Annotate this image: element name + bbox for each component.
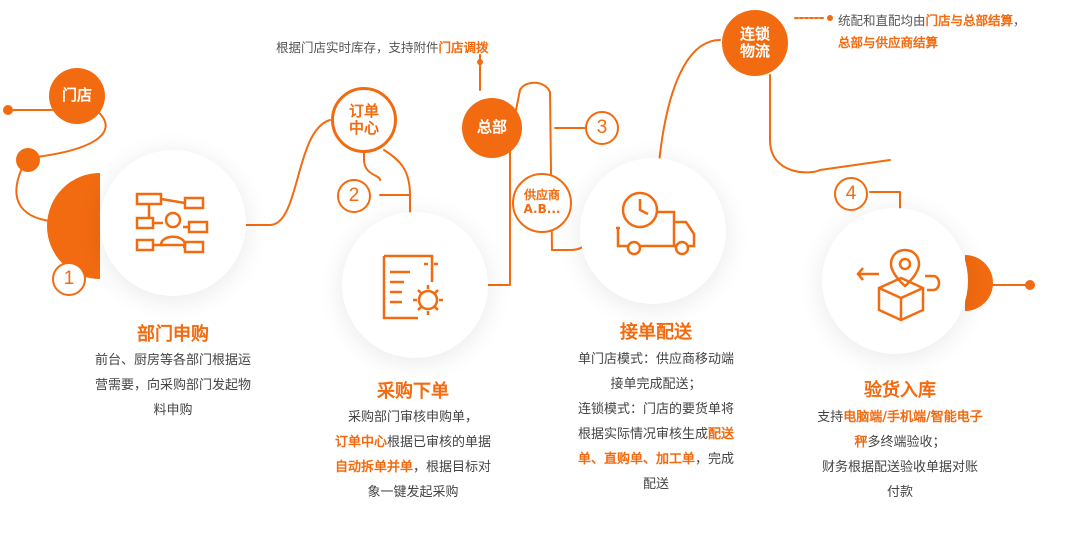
order-center-node: 订单 中心 (331, 87, 397, 153)
description-line: 财务根据配送验收单据对账 (790, 455, 1010, 480)
step3-disc (580, 158, 726, 304)
logistics-node-label-1: 连锁 (739, 24, 770, 43)
description-line-seg: 前台、厨房等各部门根据运 (94, 353, 251, 368)
step1-title: 部门申购 (137, 324, 209, 345)
description-line-seg: 采购部门审核申购单， (347, 410, 478, 425)
description-line-seg: 电脑端/手机端/智能电子 (843, 410, 983, 425)
step3-description: 单门店模式：供应商移动端接单完成配送；连锁模式：门店的要货单将根据实际情况审核生… (546, 347, 766, 497)
description-line: 象一键发起采购 (303, 480, 523, 505)
note-seg: ， (1013, 13, 1026, 28)
description-line-seg: 连锁模式：门店的要货单将 (577, 402, 734, 417)
step1-number: 1 (52, 262, 86, 296)
settlement-note-2: 总部与供应商结算 (838, 32, 938, 51)
description-line-seg: 根据实际情况审核生成 (577, 427, 708, 442)
description-line-seg: 支持 (817, 410, 844, 425)
description-line: 秤多终端验收； (790, 430, 1010, 455)
package-location-icon (856, 248, 941, 322)
logistics-node-label-2: 物流 (739, 42, 770, 60)
step2-number: 2 (337, 179, 371, 213)
logistics-node: 连锁 物流 (722, 10, 788, 76)
supplier-label-2: A.B... (523, 202, 561, 216)
description-line: 单门店模式：供应商移动端 (546, 347, 766, 372)
transfer-note: 根据门店实时库存，支持附件门店调拨 (276, 37, 489, 56)
order-center-label-2: 中心 (348, 119, 379, 137)
description-line: 自动拆单并单，根据目标对 (303, 455, 523, 480)
note-seg: 总部与供应商结算 (838, 35, 939, 50)
supplier-label-1: 供应商 (523, 188, 560, 203)
description-line: 连锁模式：门店的要货单将 (546, 397, 766, 422)
description-line-seg: 付款 (886, 485, 913, 500)
description-line: 配送 (546, 472, 766, 497)
note-seg: 门店调拨 (438, 40, 489, 55)
store-node-label: 门店 (61, 86, 92, 105)
step4-title: 验货入库 (864, 380, 936, 401)
description-line: 根据实际情况审核生成配送 (546, 422, 766, 447)
step1-disc (100, 150, 246, 296)
step2-description: 采购部门审核申购单，订单中心根据已审核的单据自动拆单并单，根据目标对象一键发起采… (303, 405, 523, 505)
description-line: 订单中心根据已审核的单据 (303, 430, 523, 455)
description-line: 料申购 (63, 398, 283, 423)
description-line: 营需要，向采购部门发起物 (63, 373, 283, 398)
settlement-note-1: 统配和直配均由门店与总部结算， (838, 10, 1026, 29)
description-line-seg: 料申购 (153, 403, 193, 418)
description-line: 采购部门审核申购单， (303, 405, 523, 430)
note-seg: 门店与总部结算 (925, 13, 1014, 28)
step2-disc (342, 212, 488, 358)
step4-description: 支持电脑端/手机端/智能电子秤多终端验收；财务根据配送验收单据对账付款 (790, 405, 1010, 505)
description-line-seg: ，完成 (695, 452, 735, 467)
description-line-seg: 接单完成配送； (610, 377, 702, 392)
description-line-seg: 自动拆单并单 (334, 460, 413, 475)
store-node: 门店 (49, 68, 105, 124)
step1-description: 前台、厨房等各部门根据运营需要，向采购部门发起物料申购 (63, 348, 283, 423)
description-line-seg: 配送 (708, 427, 735, 442)
description-line-seg: 象一键发起采购 (367, 485, 459, 500)
description-line-seg: 根据已审核的单据 (387, 435, 492, 450)
order-center-label-1: 订单 (348, 101, 379, 120)
description-line: 付款 (790, 480, 1010, 505)
description-line-seg: 营需要，向采购部门发起物 (94, 378, 251, 393)
description-line-seg: ，根据目标对 (413, 460, 492, 475)
org-chart-icon (135, 192, 209, 254)
note-seg: 根据门店实时库存，支持附件 (276, 40, 439, 55)
step4-number: 4 (834, 177, 868, 211)
supplier-node: 供应商 A.B... (512, 173, 572, 233)
description-line-seg: 财务根据配送验收单据对账 (821, 460, 978, 475)
description-line: 单、直购单、加工单，完成 (546, 447, 766, 472)
delivery-truck-icon (616, 191, 696, 256)
description-line: 前台、厨房等各部门根据运 (63, 348, 283, 373)
hq-node: 总部 (462, 98, 522, 158)
step3-number: 3 (585, 111, 619, 145)
description-line-seg: 订单中心 (334, 435, 387, 450)
description-line-seg: 秤 (854, 435, 868, 450)
description-line: 接单完成配送； (546, 372, 766, 397)
description-line-seg: 配送 (642, 477, 669, 492)
description-line-seg: 单门店模式：供应商移动端 (577, 352, 734, 367)
note-seg: 统配和直配均由 (838, 13, 926, 28)
step2-title: 采购下单 (377, 381, 449, 402)
description-line: 支持电脑端/手机端/智能电子 (790, 405, 1010, 430)
document-gear-icon (382, 254, 443, 320)
description-line-seg: 多终端验收； (867, 435, 946, 450)
hq-node-label: 总部 (476, 118, 507, 137)
step3-title: 接单配送 (620, 322, 692, 343)
description-line-seg: 单、直购单、加工单 (577, 452, 695, 467)
